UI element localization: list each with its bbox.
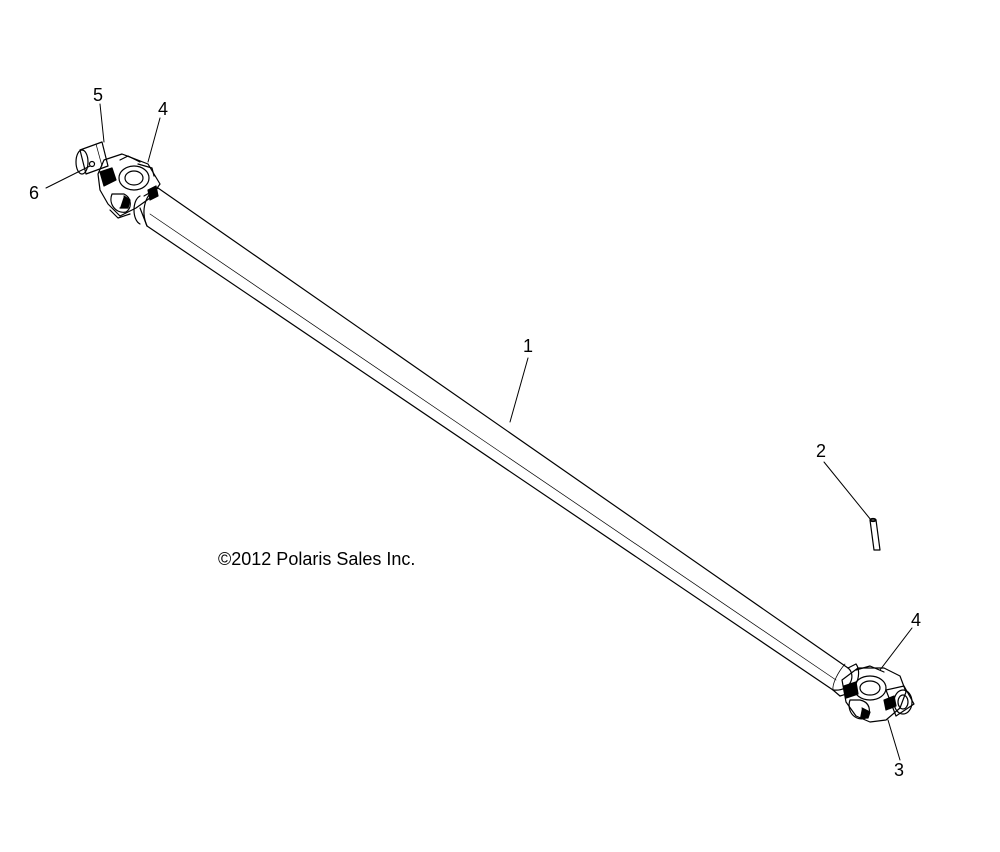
left-shaft-stub bbox=[75, 141, 109, 175]
drive-shaft-tube bbox=[143, 187, 853, 691]
left-pin-hole bbox=[88, 160, 96, 168]
leader-2 bbox=[823, 461, 872, 521]
callout-6: 6 bbox=[29, 183, 40, 203]
copyright-notice: ©2012 Polaris Sales Inc. bbox=[218, 549, 416, 569]
leader-6 bbox=[45, 165, 91, 189]
leader-3 bbox=[887, 719, 901, 761]
leader-4-left bbox=[147, 117, 161, 163]
callout-4-left: 4 bbox=[158, 99, 169, 119]
callout-4-right: 4 bbox=[911, 610, 922, 630]
callout-2: 2 bbox=[816, 441, 827, 461]
leader-1 bbox=[509, 357, 529, 423]
roll-pin bbox=[869, 517, 881, 551]
leader-4-right bbox=[879, 627, 913, 671]
callout-5: 5 bbox=[93, 85, 104, 105]
callout-3: 3 bbox=[894, 760, 905, 780]
left-u-joint bbox=[97, 153, 161, 219]
right-threaded-end bbox=[885, 685, 915, 717]
leader-5 bbox=[99, 103, 105, 143]
callout-1: 1 bbox=[523, 336, 534, 356]
leader-lines bbox=[45, 103, 913, 761]
